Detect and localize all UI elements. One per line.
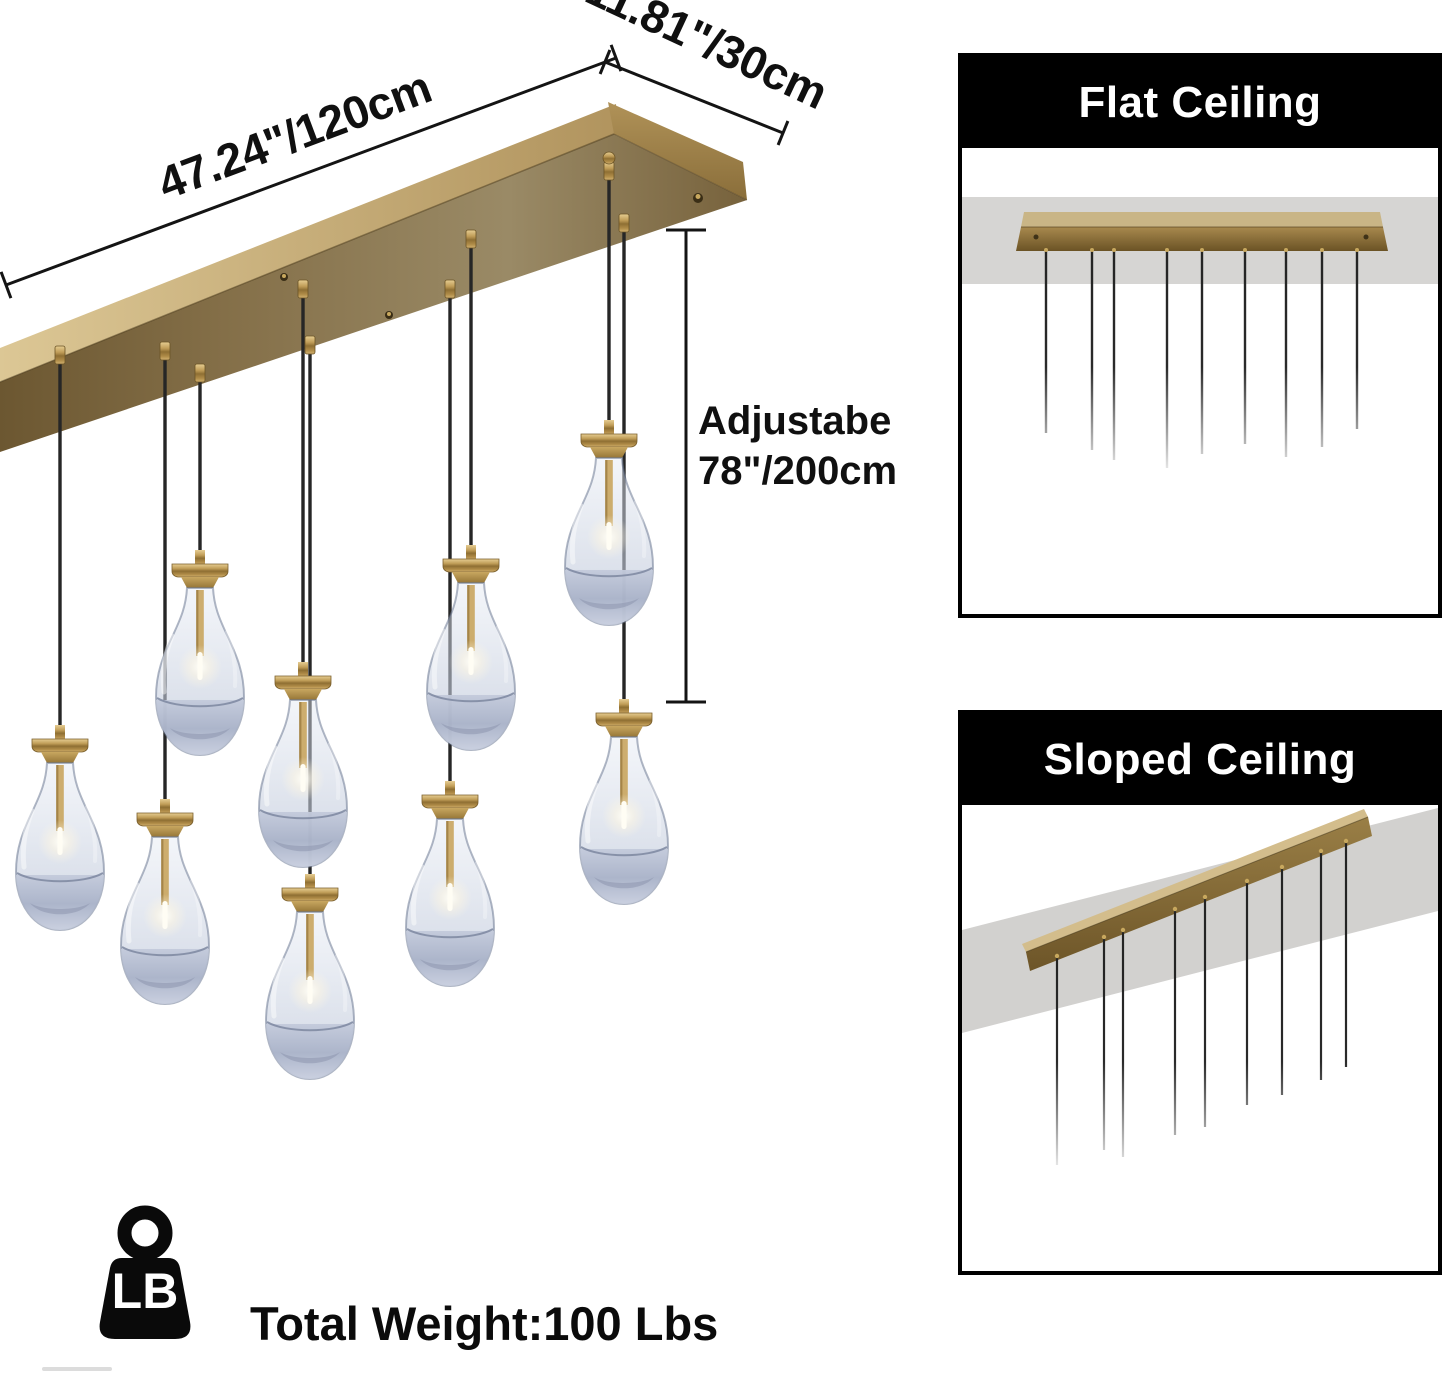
pendant	[425, 545, 517, 753]
flat-canopy	[1016, 212, 1388, 251]
pendant	[578, 699, 670, 907]
flat-ceiling-panel: Flat Ceiling	[958, 53, 1442, 618]
flat-ceiling-art	[962, 197, 1438, 468]
pendant	[257, 662, 349, 870]
pendant	[404, 781, 496, 989]
flat-ceiling-art-area	[962, 148, 1438, 614]
sloped-ceiling-title: Sloped Ceiling	[1043, 734, 1357, 784]
sloped-ceiling-art-area	[962, 805, 1438, 1271]
sloped-ceiling-panel: Sloped Ceiling	[958, 710, 1442, 1275]
wire-connectors	[54, 151, 630, 383]
adjustable-height-label: Adjustabe	[698, 399, 891, 443]
pendant	[563, 420, 655, 628]
pendant	[264, 874, 356, 1082]
chandelier-illustration: 47.24"/120cm 11.81"/30cm Adjustabe 78"/2…	[0, 0, 897, 1375]
pendants	[14, 420, 670, 1082]
sloped-ceiling-band	[962, 808, 1438, 1033]
flat-ceiling-title: Flat Ceiling	[1078, 77, 1322, 127]
sloped-ceiling-art	[962, 808, 1438, 1165]
wire-entry-dots	[1044, 248, 1359, 252]
adjustable-height-value: 78"/200cm	[698, 449, 897, 493]
pendant	[119, 799, 211, 1007]
hanging-wires	[1055, 842, 1348, 1165]
pendant	[154, 550, 246, 758]
wire-entry-dots	[1054, 838, 1349, 959]
watermark	[42, 1367, 112, 1371]
canopy-plate	[0, 102, 748, 452]
sloped-canopy	[1022, 809, 1372, 971]
dimension-lines	[0, 44, 790, 704]
hanging-wires	[1044, 251, 1359, 468]
weight-icon: LB	[99, 1205, 191, 1339]
flat-ceiling-header: Flat Ceiling	[962, 57, 1438, 148]
pendant	[14, 725, 106, 933]
dimension-length-label: 47.24"/120cm	[151, 60, 438, 209]
sloped-ceiling-header: Sloped Ceiling	[962, 714, 1438, 805]
total-weight-text: Total Weight:100 Lbs	[250, 1297, 719, 1350]
weight-badge-label: LB	[112, 1263, 179, 1319]
